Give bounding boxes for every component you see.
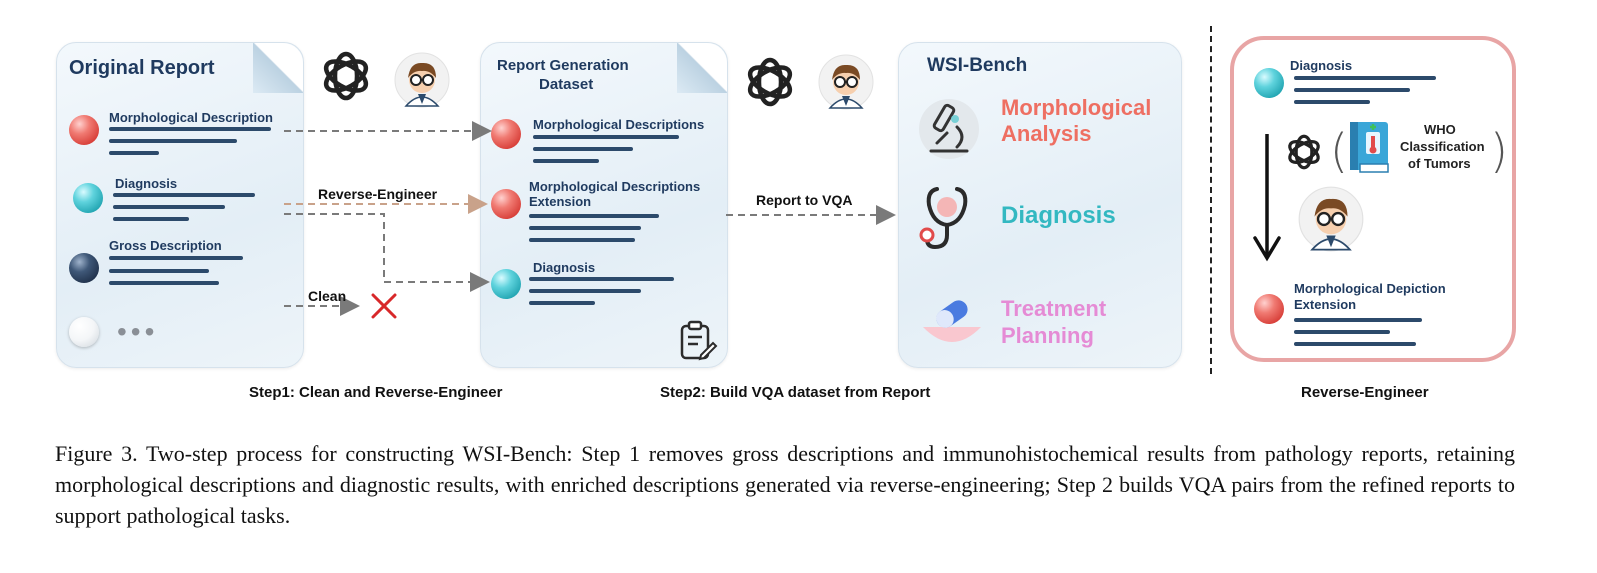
morphological-depiction-label: Morphological Depiction <box>1294 281 1446 296</box>
morphological-analysis-label-2: Analysis <box>1001 121 1092 146</box>
text-line <box>1294 88 1410 92</box>
report-generation-title-2: Dataset <box>539 76 594 93</box>
openai-logo-icon <box>323 51 369 101</box>
morphology-ball <box>491 119 521 149</box>
reverse-engineer-step-label: Reverse-Engineer <box>1301 384 1429 401</box>
text-line <box>1294 330 1390 334</box>
text-line <box>113 217 189 221</box>
text-line <box>109 127 271 131</box>
extension-label: Extension <box>1294 297 1357 312</box>
diagnosis-label: Diagnosis <box>533 260 596 275</box>
text-line <box>109 256 243 260</box>
page-fold <box>677 43 727 93</box>
page-fold <box>253 43 303 93</box>
reverse-engineer-card: Diagnosis ( WHO Classification of Tumors… <box>1230 36 1516 362</box>
extension-ball <box>491 189 521 219</box>
of-tumors-label: of Tumors <box>1408 156 1471 171</box>
text-line <box>1294 318 1422 322</box>
stethoscope-icon <box>919 187 968 250</box>
extension-label: Extension <box>529 194 592 209</box>
extension-ball <box>1254 294 1284 324</box>
text-line <box>1294 100 1370 104</box>
book-icon <box>1350 122 1389 173</box>
text-line <box>533 147 633 151</box>
diagnosis-ball <box>491 269 521 299</box>
pill-icon <box>923 300 981 342</box>
text-line <box>109 281 219 285</box>
treatment-planning-label-2: Planning <box>1001 323 1094 348</box>
text-line <box>529 277 674 281</box>
classification-label: Classification <box>1400 139 1485 154</box>
original-report-card: Original Report Morphological Descriptio… <box>56 42 304 368</box>
text-line <box>109 139 237 143</box>
who-label: WHO <box>1424 122 1456 137</box>
other-section-ball <box>69 317 99 347</box>
wsi-bench-card: WSI-Bench Morphological Analysis Diagnos… <box>898 42 1182 368</box>
wsi-bench-title: WSI-Bench <box>927 55 1028 76</box>
text-line <box>533 159 599 163</box>
report-to-vqa-arrow-label: Report to VQA <box>756 192 853 208</box>
text-line <box>109 151 159 155</box>
step2-label: Step2: Build VQA dataset from Report <box>660 384 931 401</box>
text-line <box>529 301 595 305</box>
text-line <box>533 135 679 139</box>
diagnosis-label: Diagnosis <box>115 176 178 191</box>
doctor-avatar-icon <box>1298 186 1364 252</box>
text-line <box>529 289 641 293</box>
text-line <box>109 269 209 273</box>
clipboard-icon <box>680 320 718 361</box>
arrow-diagnosis <box>284 213 490 292</box>
morphology-ball <box>69 115 99 145</box>
text-line <box>529 226 641 230</box>
morphological-descriptions-label: Morphological Descriptions <box>533 117 705 132</box>
text-line <box>529 214 659 218</box>
figure-caption: Figure 3. Two-step process for construct… <box>55 441 1515 528</box>
openai-logo-icon <box>1288 134 1320 170</box>
cross-icon <box>371 293 397 319</box>
text-line <box>1294 76 1436 80</box>
step1-label: Step1: Clean and Reverse-Engineer <box>249 384 503 401</box>
doctor-avatar-icon <box>818 54 874 110</box>
report-generation-card: Report Generation Dataset Morphological … <box>480 42 728 368</box>
text-line <box>529 238 635 242</box>
diagnosis-ball <box>73 183 103 213</box>
microscope-icon <box>919 99 979 159</box>
more-ellipsis: ••• <box>117 316 159 347</box>
openai-logo-icon <box>747 57 793 107</box>
treatment-planning-label: Treatment <box>1001 296 1107 321</box>
section-divider <box>1210 26 1212 374</box>
diagnosis-ball <box>1254 68 1284 98</box>
reverse-engineer-arrow-label: Reverse-Engineer <box>318 186 438 202</box>
text-line <box>1294 342 1416 346</box>
gross-description-ball <box>69 253 99 283</box>
morphological-description-label: Morphological Description <box>109 110 273 125</box>
doctor-avatar-icon <box>394 52 450 108</box>
down-arrow-icon <box>1253 134 1281 262</box>
gross-description-label: Gross Description <box>109 238 222 253</box>
close-paren: ) <box>1490 124 1508 178</box>
diagnosis-task-label: Diagnosis <box>1001 202 1116 229</box>
morphological-analysis-label: Morphological <box>1001 95 1152 120</box>
open-paren: ( <box>1330 124 1348 178</box>
morphological-descriptions-extension-label: Morphological Descriptions <box>529 179 701 194</box>
original-report-title: Original Report <box>69 57 215 79</box>
diagnosis-label: Diagnosis <box>1290 58 1353 73</box>
text-line <box>113 205 225 209</box>
text-line <box>113 193 255 197</box>
clean-arrow-label: Clean <box>308 288 347 304</box>
report-generation-title: Report Generation <box>497 57 629 74</box>
